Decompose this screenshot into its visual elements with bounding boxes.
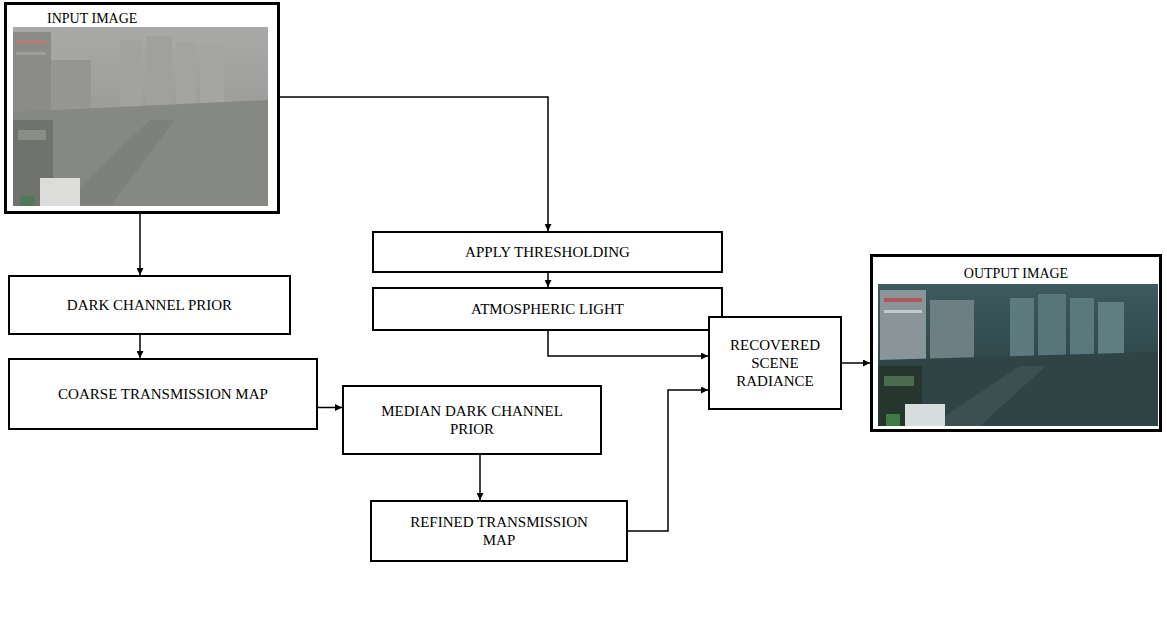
image-panel: OUTPUT IMAGE: [870, 254, 1162, 432]
process-box: RECOVERED SCENE RADIANCE: [708, 316, 842, 410]
image-heading: OUTPUT IMAGE: [962, 266, 1070, 281]
flow-arrow: [139, 335, 141, 358]
image-heading: INPUT IMAGE: [45, 11, 139, 26]
box-label: DARK CHANNEL PRIOR: [67, 296, 232, 314]
process-box: MEDIAN DARK CHANNEL PRIOR: [342, 385, 602, 455]
flow-arrow: [628, 390, 708, 531]
dehazed-output-photo: [878, 284, 1158, 426]
box-label: RECOVERED SCENE RADIANCE: [725, 336, 825, 390]
process-box: APPLY THRESHOLDING: [372, 231, 723, 273]
flow-arrow: [280, 97, 548, 231]
process-box: ATMOSPHERIC LIGHT: [372, 287, 723, 331]
flow-arrow: [479, 455, 481, 500]
flow-arrow: [842, 362, 870, 364]
flow-arrow: [139, 214, 141, 275]
flow-arrow: [547, 273, 549, 287]
flow-arrow: [318, 407, 342, 409]
process-box: REFINED TRANSMISSION MAP: [370, 500, 628, 562]
box-label: ATMOSPHERIC LIGHT: [471, 300, 624, 318]
process-box: COARSE TRANSMISSION MAP: [8, 358, 318, 430]
box-label: APPLY THRESHOLDING: [465, 243, 630, 261]
flow-arrow: [548, 331, 708, 356]
image-panel: INPUT IMAGE: [4, 2, 280, 214]
box-label: COARSE TRANSMISSION MAP: [58, 385, 268, 403]
hazy-input-photo: [13, 27, 268, 206]
box-label: MEDIAN DARK CHANNEL PRIOR: [362, 402, 582, 438]
box-label: REFINED TRANSMISSION MAP: [399, 513, 599, 549]
process-box: DARK CHANNEL PRIOR: [8, 275, 291, 335]
